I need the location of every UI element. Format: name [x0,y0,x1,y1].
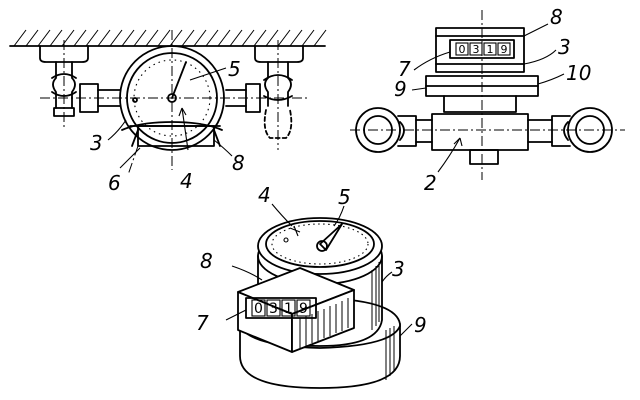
perspective-dial [257,217,383,275]
perspective-label-4: 4 [258,183,271,207]
perspective-digit-2: 3 [269,301,278,317]
ceiling-hatch-stroke [145,29,159,47]
perspective-digit-1: 0 [254,301,263,317]
ceiling-hatch-stroke [265,29,279,47]
front-label-4: 4 [180,169,193,193]
ceiling-hatch-stroke [289,29,303,47]
perspective-needle [319,223,343,251]
ceiling-hatch-stroke [313,29,327,47]
perspective-label-9: 9 [414,313,427,337]
front-label-3: 3 [90,131,103,155]
side-label-10: 10 [566,61,591,85]
ceiling-hatch [9,29,327,47]
perspective-digit-3: 1 [284,301,293,317]
ceiling-hatch-stroke [241,29,255,47]
ceiling-hatch-stroke [205,29,219,47]
side-digit-2: 3 [473,43,480,56]
front-view-figure: 5 3 6 4 8 [9,29,327,195]
perspective-view-figure: 0 3 1 9 4 5 8 3 7 9 [196,183,427,389]
ceiling-hatch-stroke [121,29,135,47]
ceiling-hatch-stroke [133,29,147,47]
side-digit-3: 1 [487,43,494,56]
perspective-label-7: 7 [196,311,209,335]
perspective-label-5: 5 [338,185,351,209]
side-label-8: 8 [550,5,563,29]
perspective-label-3: 3 [392,257,405,281]
side-view-figure: 0 3 1 9 [350,5,625,195]
ceiling-hatch-stroke [13,29,27,47]
ceiling-hatch-stroke [85,29,99,47]
side-label-7: 7 [398,57,411,81]
front-label-5: 5 [228,57,241,81]
side-digit-1: 0 [459,43,466,56]
side-label-2: 2 [424,171,437,195]
perspective-counter-block: 0 3 1 9 [237,267,355,353]
left-hanger [39,45,121,117]
side-counter-box: 0 3 1 9 [435,27,525,73]
ceiling-hatch-stroke [181,29,195,47]
ceiling-hatch-stroke [157,29,171,47]
perspective-label-8: 8 [200,249,213,273]
ceiling-hatch-stroke [193,29,207,47]
ceiling-hatch-stroke [73,29,87,47]
front-label-6: 6 [108,171,121,195]
ceiling-hatch-stroke [253,29,267,47]
dial-shading [289,225,301,237]
ceiling-hatch-stroke [109,29,123,47]
side-body [443,95,517,113]
side-digit-4: 9 [501,43,508,56]
ceiling-hatch-stroke [277,29,291,47]
ceiling-hatch-stroke [49,29,63,47]
side-label-3: 3 [558,35,571,59]
ceiling-hatch-stroke [217,29,231,47]
ceiling-hatch-stroke [229,29,243,47]
ceiling-hatch-stroke [97,29,111,47]
front-label-8: 8 [232,151,245,175]
ceiling-hatch-stroke [25,29,39,47]
ceiling-hatch-stroke [37,29,51,47]
front-gauge-needle [171,61,187,99]
ceiling-hatch-stroke [301,29,315,47]
perspective-digit-4: 9 [299,301,308,317]
side-label-9: 9 [394,77,407,101]
